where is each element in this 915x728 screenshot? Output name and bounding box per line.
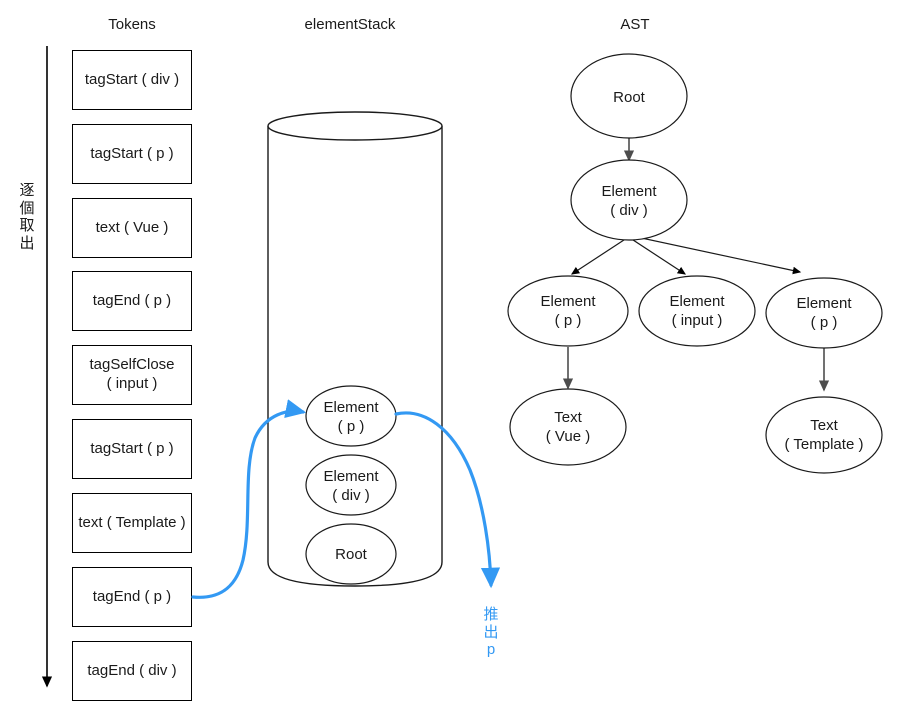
column-header-tokens: Tokens [108,16,156,33]
ast-node-label-line2: ( div ) [610,202,648,219]
ast-node-label-line1: Root [613,89,646,106]
left-flow-label: 逐 個 取 出 [19,182,35,253]
ast-node-ellipse [570,159,688,241]
ast-node-label-line1: Element [540,293,596,310]
ast-node-label-line2: ( input ) [672,312,723,329]
stack-item-label-line1: Element [323,399,379,416]
ast-node-label-line1: Element [796,295,852,312]
ast-node-element-p-second[interactable]: Element ( p ) [765,277,883,349]
token-box[interactable]: text ( Template ) [72,493,192,553]
ast-node-element-input[interactable]: Element ( input ) [638,275,756,347]
token-box[interactable]: tagEnd ( p ) [72,567,192,627]
ast-edge-div-p2 [631,235,802,275]
ast-node-label-line1: Element [601,183,657,200]
ast-node-label-line1: Element [669,293,725,310]
token-box[interactable]: tagEnd ( div ) [72,641,192,701]
ast-node-ellipse [765,277,883,349]
stack-item-label-line1: Element [323,468,379,485]
stack-item[interactable]: Element ( p ) [305,385,397,447]
ast-node-ellipse [765,396,883,474]
ast-node-element-p-first[interactable]: Element ( p ) [507,275,629,347]
cylinder-top-ellipse [267,111,443,141]
token-box[interactable]: tagSelfClose ( input ) [72,345,192,405]
ast-edge-div-input [629,237,687,275]
ast-node-label-line1: Text [554,409,582,426]
ast-node-text-vue[interactable]: Text ( Vue ) [509,388,627,466]
stack-item[interactable]: Root [305,523,397,585]
token-box[interactable]: tagEnd ( p ) [72,271,192,331]
stack-item[interactable]: Element ( div ) [305,454,397,516]
push-into-stack-arrow [191,399,307,599]
ast-node-ellipse [507,275,629,347]
ast-node-label-line1: Text [810,417,838,434]
ast-node-label-line2: ( Template ) [785,436,864,453]
ast-node-label-line2: ( p ) [555,312,582,329]
ast-node-ellipse [570,53,688,139]
column-header-ast: AST [620,16,650,33]
stack-item-ellipse [305,454,397,516]
ast-node-element-div[interactable]: Element ( div ) [570,159,688,241]
pop-from-stack-arrow [394,411,501,589]
stack-item-label-line1: Root [335,546,368,563]
column-header-element-stack: elementStack [304,16,396,33]
stack-item-ellipse [305,523,397,585]
ast-node-ellipse [509,388,627,466]
stack-item-label-line2: ( div ) [332,487,370,504]
token-box[interactable]: text ( Vue ) [72,198,192,258]
token-box[interactable]: tagStart ( p ) [72,124,192,184]
stack-item-label-line2: ( p ) [338,418,365,435]
ast-node-label-line2: ( p ) [811,314,838,331]
ast-node-ellipse [638,275,756,347]
ast-node-text-template[interactable]: Text ( Template ) [765,396,883,474]
ast-node-label-line2: ( Vue ) [546,428,590,445]
token-box[interactable]: tagStart ( div ) [72,50,192,110]
ast-edge-div-p1 [570,237,628,275]
ast-node-root[interactable]: Root [570,53,688,139]
pop-label: 推 出 p [483,606,499,659]
token-box[interactable]: tagStart ( p ) [72,419,192,479]
